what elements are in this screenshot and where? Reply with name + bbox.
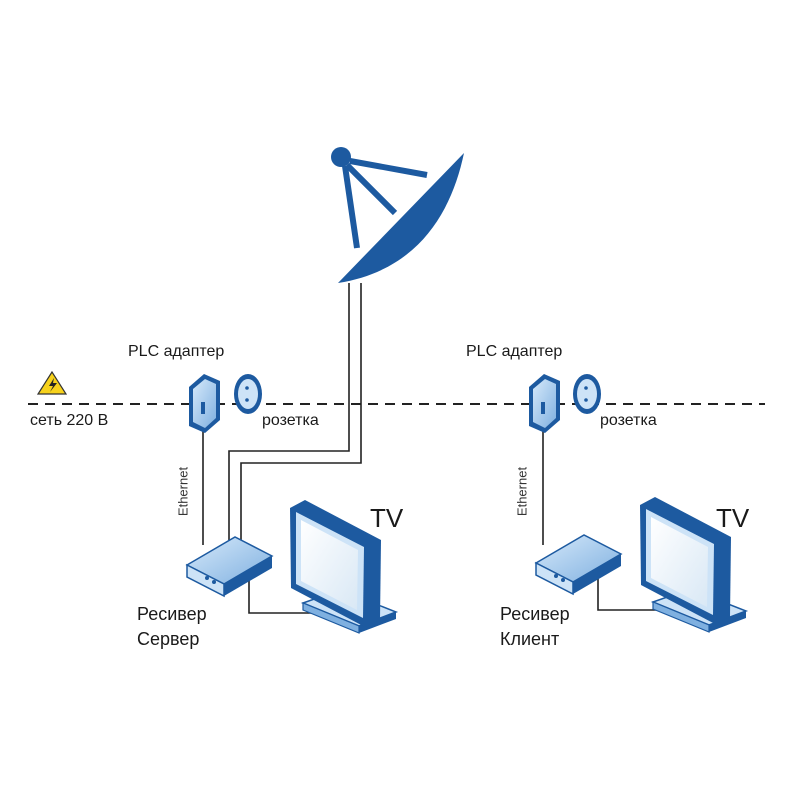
- receiver-server-line2: Сервер: [137, 629, 200, 649]
- satellite-dish-icon: [331, 147, 464, 283]
- ethernet-label-left: Ethernet: [175, 466, 191, 517]
- receiver-server-label: Ресивер Сервер: [137, 602, 207, 652]
- tv-label-left: TV: [370, 503, 404, 533]
- ethernet-label-right: Ethernet: [514, 466, 530, 517]
- coax-cable: [228, 283, 362, 540]
- tv-monitor-icon: [290, 500, 399, 634]
- receiver-client-line2: Клиент: [500, 629, 560, 649]
- tv-monitor-icon: [640, 497, 749, 633]
- warning-icon: [36, 370, 68, 395]
- tv-label-right: TV: [716, 503, 750, 533]
- mains-label: сеть 220 В: [30, 412, 109, 429]
- receiver-icon: [534, 534, 623, 596]
- socket-label-right: розетка: [600, 412, 657, 429]
- receiver-server-line1: Ресивер: [137, 604, 207, 624]
- plc-adapter-label-left: PLC адаптер: [128, 343, 225, 360]
- receiver-client-line1: Ресивер: [500, 604, 570, 624]
- receiver-client-label: Ресивер Клиент: [500, 602, 570, 652]
- socket-label-left: розетка: [262, 412, 319, 429]
- power-socket-icon: [234, 374, 262, 414]
- av-line-right: [597, 578, 662, 611]
- av-line-left: [248, 580, 322, 614]
- power-socket-icon: [573, 374, 601, 414]
- receiver-icon: [185, 536, 274, 598]
- plc-adapter-icon: [529, 374, 560, 433]
- plc-adapter-label-right: PLC адаптер: [466, 343, 563, 360]
- plc-adapter-icon: [189, 374, 220, 433]
